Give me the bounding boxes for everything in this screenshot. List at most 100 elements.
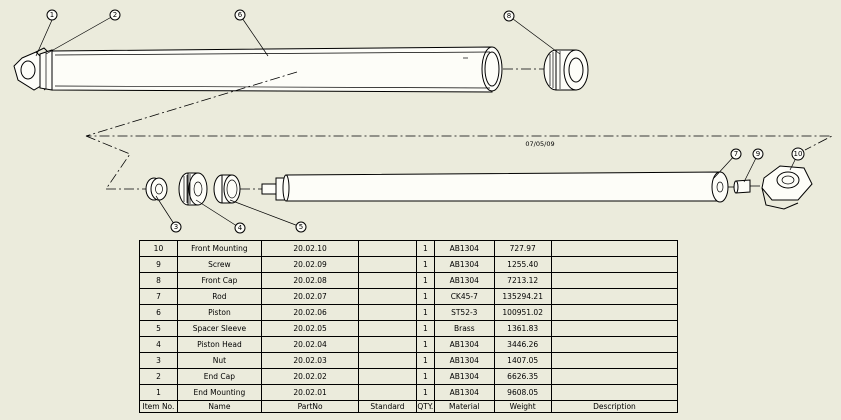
balloon-3: 3 xyxy=(170,221,182,233)
bom-cell: 3 xyxy=(139,352,178,369)
bom-cell xyxy=(358,304,417,321)
bom-cell: ST52-3 xyxy=(434,304,495,321)
bom-cell: 1 xyxy=(415,288,436,305)
bom-cell xyxy=(358,368,417,385)
bom-cell: 1 xyxy=(415,384,436,401)
bom-cell: End Mounting xyxy=(176,384,262,401)
bom-header-cell: Material xyxy=(434,400,495,413)
bom-cell xyxy=(550,304,679,321)
bom-cell: 10 xyxy=(139,240,178,257)
bom-cell: 20.02.10 xyxy=(260,240,360,257)
svg-text:4: 4 xyxy=(238,224,243,232)
bom-cell: 20.02.01 xyxy=(260,384,360,401)
bom-cell: 135294.21 xyxy=(493,288,552,305)
bom-cell: Piston Head xyxy=(176,336,262,353)
spacer-sleeve-part xyxy=(213,174,241,204)
bom-cell: AB1304 xyxy=(434,352,495,369)
bom-cell: 1 xyxy=(139,384,178,401)
bom-cell: End Cap xyxy=(176,368,262,385)
rod-part xyxy=(261,171,729,203)
bom-cell: 1 xyxy=(415,320,436,337)
bom-header-cell: Description xyxy=(550,400,679,413)
bom-cell xyxy=(358,320,417,337)
bom-cell: 1255.40 xyxy=(493,256,552,273)
bom-cell: 20.02.03 xyxy=(260,352,360,369)
bom-cell: 9 xyxy=(139,256,178,273)
bom-header-cell: Weight xyxy=(493,400,552,413)
bom-cell: 6626.35 xyxy=(493,368,552,385)
cylinder-barrel-part xyxy=(51,46,503,93)
svg-text:2: 2 xyxy=(113,11,117,19)
bom-header-cell: Item No. xyxy=(139,400,178,413)
bom-cell: 100951.02 xyxy=(493,304,552,321)
bom-cell xyxy=(550,368,679,385)
explode-line-label: 07/05/09 xyxy=(525,140,554,148)
bom-cell xyxy=(358,384,417,401)
svg-text:6: 6 xyxy=(238,11,243,19)
bom-cell: 1 xyxy=(415,256,436,273)
balloon-7: 7 xyxy=(730,148,742,160)
bom-cell: 1 xyxy=(415,336,436,353)
bom-cell xyxy=(358,272,417,289)
balloon-1: 1 xyxy=(46,9,58,21)
bom-cell xyxy=(550,320,679,337)
svg-text:10: 10 xyxy=(794,150,803,158)
balloon-2: 2 xyxy=(109,9,121,21)
bom-cell: AB1304 xyxy=(434,240,495,257)
bom-cell xyxy=(358,288,417,305)
svg-text:9: 9 xyxy=(756,150,760,158)
bom-header-cell: Standard xyxy=(358,400,417,413)
bom-cell: 1 xyxy=(415,352,436,369)
svg-text:1: 1 xyxy=(50,11,54,19)
front-cap-part xyxy=(543,49,589,91)
bom-cell: 20.02.09 xyxy=(260,256,360,273)
bom-cell: Nut xyxy=(176,352,262,369)
bom-cell: 1 xyxy=(415,368,436,385)
bom-cell: 8 xyxy=(139,272,178,289)
bom-cell: 20.02.06 xyxy=(260,304,360,321)
bom-cell: 1 xyxy=(415,272,436,289)
bom-cell: 20.02.02 xyxy=(260,368,360,385)
bom-cell: Brass xyxy=(434,320,495,337)
bom-cell: Front Cap xyxy=(176,272,262,289)
svg-text:7: 7 xyxy=(734,150,738,158)
bom-cell xyxy=(358,352,417,369)
bom-cell: 727.97 xyxy=(493,240,552,257)
bom-cell: CK45-7 xyxy=(434,288,495,305)
bom-cell: 5 xyxy=(139,320,178,337)
bom-cell xyxy=(358,336,417,353)
svg-text:8: 8 xyxy=(507,12,511,20)
bom-cell: 4 xyxy=(139,336,178,353)
bom-cell: 1 xyxy=(415,304,436,321)
bom-cell: 20.02.05 xyxy=(260,320,360,337)
bom-cell: Front Mounting xyxy=(176,240,262,257)
end-cap-part xyxy=(39,49,53,91)
bom-cell: Rod xyxy=(176,288,262,305)
bom-cell: Screw xyxy=(176,256,262,273)
bom-cell: 1407.05 xyxy=(493,352,552,369)
bom-cell: 1361.83 xyxy=(493,320,552,337)
screw-part xyxy=(733,179,751,194)
balloon-6: 6 xyxy=(234,9,246,21)
bom-cell xyxy=(358,240,417,257)
balloon-5: 5 xyxy=(295,221,307,233)
bom-cell: 20.02.08 xyxy=(260,272,360,289)
svg-text:5: 5 xyxy=(299,223,303,231)
bom-cell: AB1304 xyxy=(434,384,495,401)
bom-header-cell: QTY. xyxy=(415,400,436,413)
bom-cell: 7 xyxy=(139,288,178,305)
bom-cell: 6 xyxy=(139,304,178,321)
bom-header-cell: Name xyxy=(176,400,262,413)
bom-cell: AB1304 xyxy=(434,272,495,289)
